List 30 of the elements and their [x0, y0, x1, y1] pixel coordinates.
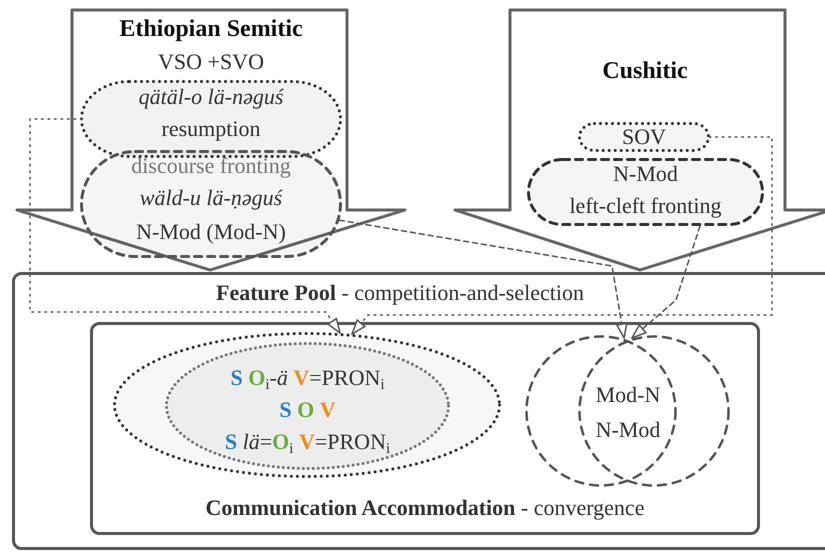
- panel-title: Communication Accommodation - convergence: [206, 494, 644, 522]
- word-order-text: VSO +SVO: [158, 48, 264, 76]
- example-text: qätäl-o lä-nəguś: [138, 83, 284, 111]
- feature-text: N-Mod: [613, 160, 678, 188]
- arrow: [631, 225, 701, 339]
- dotted-ellipse: [113, 332, 501, 478]
- clause-pattern: S lä=O$_{i}$ V=PRON$_{i}$: [224, 428, 390, 456]
- example-text: wäld-u lä-ṇəguś: [140, 184, 282, 212]
- arrow: [351, 136, 773, 335]
- feature-pool-panel: [12, 272, 825, 550]
- dotted-ellipse: [165, 342, 450, 470]
- panel-title: Feature Pool - competition-and-selection: [216, 279, 584, 307]
- dashed-circle: [525, 335, 677, 487]
- clause-pattern: S O V: [279, 396, 336, 424]
- feature-text: N-Mod (Mod-N): [136, 218, 286, 246]
- word-order-text: Mod-N: [596, 381, 660, 409]
- feature-text: left-cleft fronting: [569, 192, 722, 220]
- clause-pattern: S O$_{i}$-ä V=PRON$_{i}$: [230, 364, 385, 392]
- heading: Ethiopian Semitic: [119, 15, 303, 44]
- dashed-circle: [578, 335, 730, 487]
- feature-text: resumption: [162, 115, 260, 143]
- accommodation-panel: [90, 322, 760, 535]
- arrow: [338, 219, 628, 339]
- word-order-text: N-Mod: [596, 416, 660, 444]
- feature-text: discourse fronting: [131, 152, 291, 180]
- arrow: [29, 118, 341, 334]
- down-arrow-shape: [453, 8, 825, 272]
- heading: Cushitic: [602, 57, 688, 86]
- word-order-text: SOV: [622, 123, 666, 151]
- down-arrow-shape: [15, 8, 407, 272]
